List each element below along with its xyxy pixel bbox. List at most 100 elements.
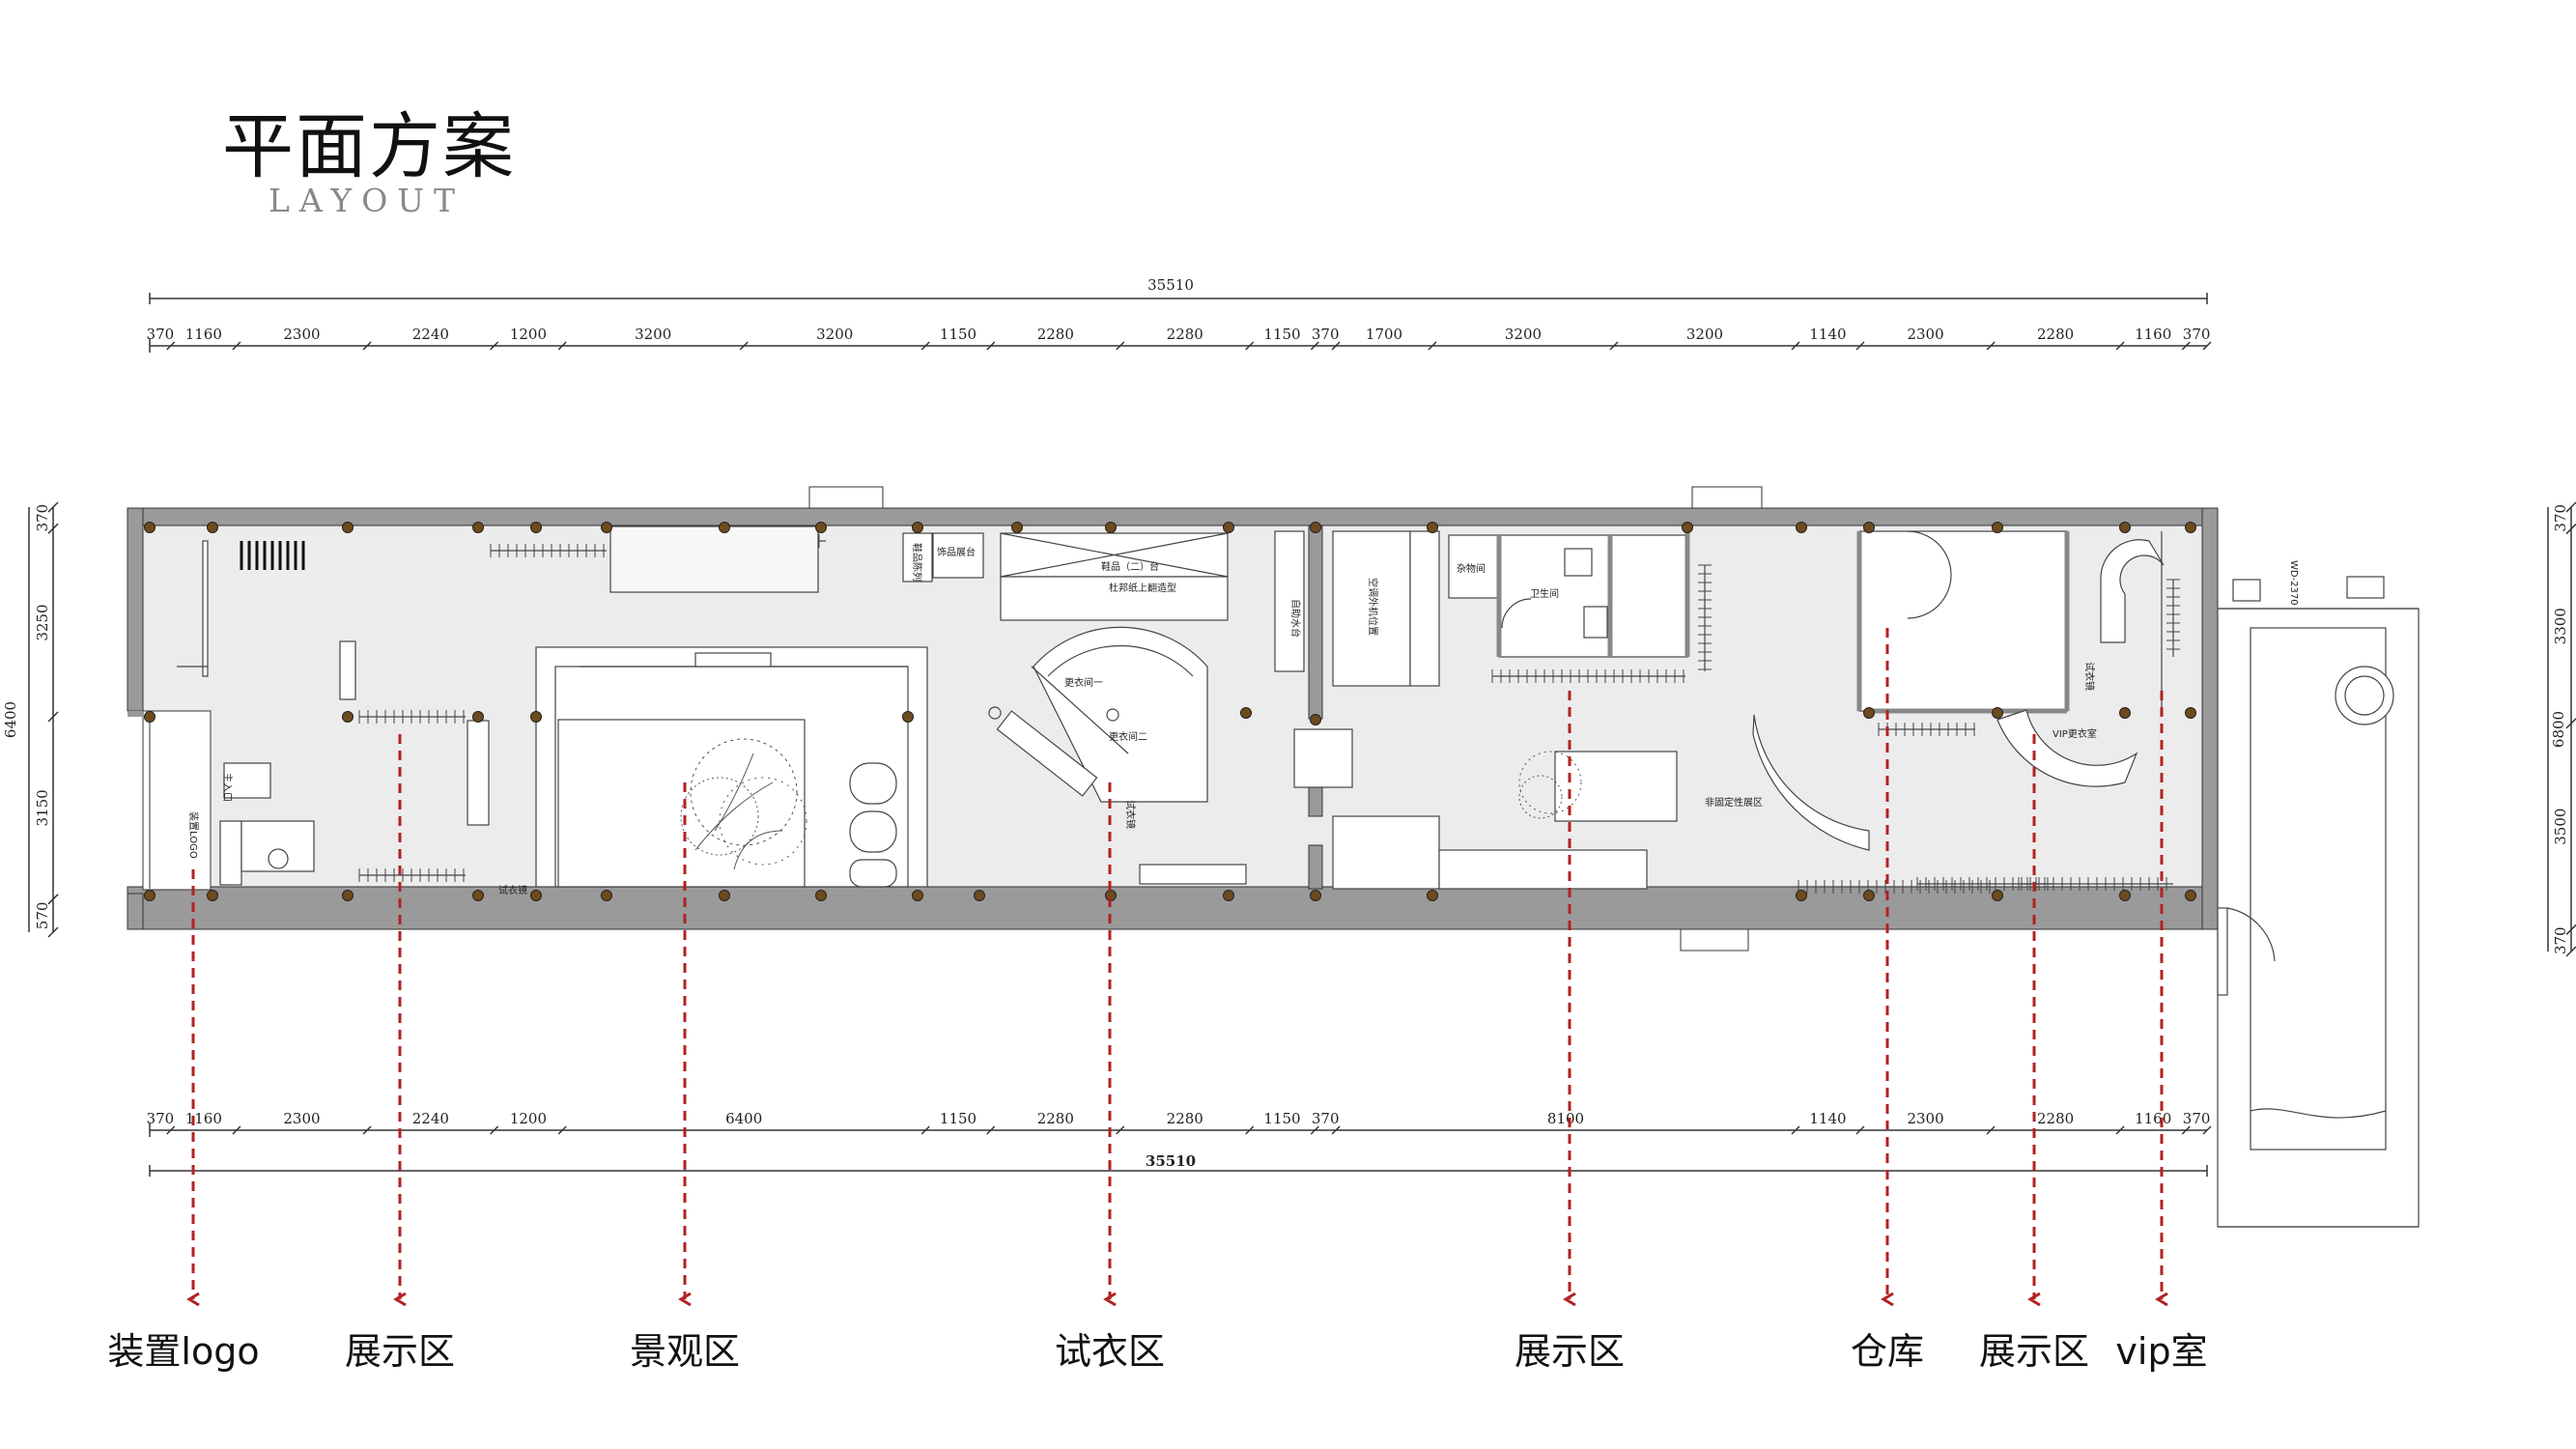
page-subtitle: LAYOUT (269, 182, 466, 219)
left-dimension-line: 370 3250 3150 570 6400 (2, 501, 59, 938)
column-mid-8 (1992, 707, 2003, 719)
column-top-9 (1011, 522, 1023, 533)
right-dimension-1: 3300 (2552, 608, 2569, 644)
column-bottom-2 (342, 890, 354, 901)
label-fitting-mirror: 试衣镜 (498, 884, 527, 896)
column-top-4 (530, 522, 542, 533)
label-fitting-mirror-2: 试衣镜 (1124, 800, 1137, 829)
column-bottom-1 (207, 890, 218, 901)
column-mid-10 (2185, 707, 2196, 719)
column-top-17 (1992, 522, 2003, 533)
right-total-dimension: 6800 (2550, 711, 2567, 748)
column-top-18 (2119, 522, 2131, 533)
column-top-2 (342, 522, 354, 533)
bottom-dimension-9: 1150 (1263, 1110, 1300, 1127)
label-outdoor: WD-2370 (2288, 560, 2299, 606)
column-top-14 (1682, 522, 1693, 533)
zone-label-display-3: 展示区 (1978, 1330, 2090, 1373)
column-mid-5 (1240, 707, 1252, 719)
column-top-5 (601, 522, 612, 533)
zone-arrows (193, 628, 2162, 1299)
top-dimension-10: 1150 (1263, 326, 1300, 343)
label-vip-fitting: VIP更衣室 (2052, 727, 2097, 740)
column-top-12 (1310, 522, 1321, 533)
left-dimension-0: 370 (34, 504, 51, 532)
top-total-dimension: 35510 (1147, 276, 1194, 294)
zone-label-fitting: 试衣区 (1054, 1330, 1166, 1373)
column-top-3 (472, 522, 484, 533)
bottom-dimension-3: 2240 (412, 1110, 449, 1127)
column-mid-4 (902, 711, 914, 723)
column-bottom-5 (601, 890, 612, 901)
column-top-1 (207, 522, 218, 533)
top-dimension-2: 2300 (283, 326, 320, 343)
left-total-dimension: 6400 (2, 701, 19, 738)
column-top-13 (1427, 522, 1438, 533)
bottom-dimension-0: 370 (147, 1110, 175, 1127)
column-bottom-11 (1223, 890, 1234, 901)
label-wall-display: 鞋品（二）台 (1101, 560, 1159, 573)
left-dimension-1: 3250 (34, 604, 51, 640)
top-dimension-14: 3200 (1686, 326, 1723, 343)
top-dimension-1: 1160 (185, 326, 222, 343)
bottom-total-dimension: 35510 (1146, 1152, 1196, 1170)
zone-label-display-2: 展示区 (1514, 1330, 1626, 1373)
top-dimension-3: 2240 (412, 326, 449, 343)
page-title: 平面方案 (222, 105, 516, 188)
column-bottom-13 (1427, 890, 1438, 901)
column-top-0 (144, 522, 156, 533)
label-storage-kitchen: 空调外机位置 (1367, 578, 1379, 636)
label-cashier: 自助水台 (1289, 599, 1302, 638)
label-fitting-1: 更衣间一 (1064, 676, 1103, 689)
column-mid-3 (530, 711, 542, 723)
column-bottom-14 (1796, 890, 1807, 901)
label-shoe-display: 鞋品陈列 (911, 543, 923, 582)
label-flex-display: 非固定性展区 (1705, 796, 1763, 809)
column-bottom-0 (144, 890, 156, 901)
column-bottom-7 (815, 890, 827, 901)
top-dimension-9: 2280 (1167, 326, 1203, 343)
column-mid-9 (2119, 707, 2131, 719)
top-dimension-18: 1160 (2135, 326, 2171, 343)
left-dimension-3: 570 (34, 902, 51, 930)
bottom-dimension-7: 2280 (1037, 1110, 1074, 1127)
bottom-dimension-15: 1160 (2135, 1110, 2171, 1127)
top-dimension-11: 370 (1312, 326, 1340, 343)
label-cloud-shelf: 杜邦纸上翻造型 (1109, 582, 1176, 594)
top-dimension-17: 2280 (2037, 326, 2074, 343)
bottom-dimension-13: 2300 (1907, 1110, 1943, 1127)
top-dimension-15: 1140 (1809, 326, 1846, 343)
bottom-dimension-2: 2300 (283, 1110, 320, 1127)
label-sundries: 杂物间 (1457, 562, 1486, 575)
zone-label-display-1: 展示区 (344, 1330, 456, 1373)
column-bottom-16 (1992, 890, 2003, 901)
zone-label-logo: 装置logo (107, 1330, 260, 1373)
bottom-dimension-16: 370 (2183, 1110, 2211, 1127)
right-dimension-3: 370 (2552, 926, 2569, 954)
zone-label-storage: 仓库 (1850, 1330, 1925, 1373)
top-dimension-0: 370 (147, 326, 175, 343)
structural-columns (144, 522, 2196, 901)
label-logo: 装置LOGO (187, 811, 200, 859)
column-mid-2 (472, 711, 484, 723)
column-top-11 (1223, 522, 1234, 533)
interior-fixtures (177, 526, 2420, 1228)
label-toilet: 卫生间 (1530, 587, 1559, 600)
left-dimension-2: 3150 (34, 789, 51, 826)
label-entrance: 主入口 (221, 773, 233, 802)
bottom-dimension-1: 1160 (185, 1110, 222, 1127)
column-top-16 (1863, 522, 1875, 533)
top-dimension-13: 3200 (1505, 326, 1542, 343)
column-top-15 (1796, 522, 1807, 533)
label-fitting-2: 更衣间二 (1109, 730, 1147, 743)
column-mid-0 (144, 711, 156, 723)
column-bottom-15 (1863, 890, 1875, 901)
column-mid-6 (1310, 714, 1321, 725)
column-bottom-12 (1310, 890, 1321, 901)
column-bottom-4 (530, 890, 542, 901)
column-top-19 (2185, 522, 2196, 533)
bottom-dimension-4: 1200 (510, 1110, 547, 1127)
